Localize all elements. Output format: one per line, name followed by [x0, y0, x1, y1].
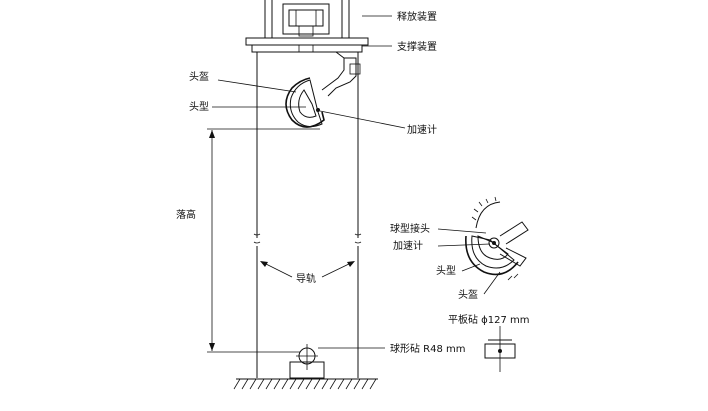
- detail-leader-lines: [437, 228, 501, 295]
- flat-anvil: [484, 326, 516, 372]
- ground-base: [233, 378, 378, 390]
- spherical-anvil-label: 球形砧 R48 mm: [390, 342, 466, 355]
- release-device-label: 释放装置: [397, 10, 437, 23]
- headform-label: 头型: [189, 100, 209, 113]
- leader-lines: [212, 15, 406, 349]
- drop-height-dimension: [207, 128, 320, 353]
- drop-height-label: 落高: [176, 208, 196, 221]
- head-cover-label: 头盔: [189, 70, 209, 83]
- support-device-label: 支撑装置: [397, 40, 437, 53]
- guide-rail-right: [354, 52, 362, 378]
- support-device-arm: [321, 51, 361, 97]
- guide-rail-label: 导轨: [296, 272, 316, 285]
- detail-head-cover-label: 头盔: [458, 288, 478, 301]
- headform-assembly: [285, 77, 325, 128]
- release-device: [264, 0, 350, 38]
- support-bar: [245, 37, 369, 53]
- accelerometer-label: 加速计: [407, 123, 437, 136]
- flat-anvil-label: 平板砧 ϕ127 mm: [448, 313, 530, 326]
- detail-accelerometer-label: 加速计: [393, 239, 423, 252]
- ball-joint-label: 球型接头: [390, 222, 430, 235]
- detail-headform-label: 头型: [436, 264, 456, 277]
- guide-rail-arrows: [260, 261, 355, 278]
- spherical-anvil: [289, 344, 325, 379]
- detail-helmet-view: [465, 196, 529, 281]
- guide-rail-left: [253, 52, 261, 378]
